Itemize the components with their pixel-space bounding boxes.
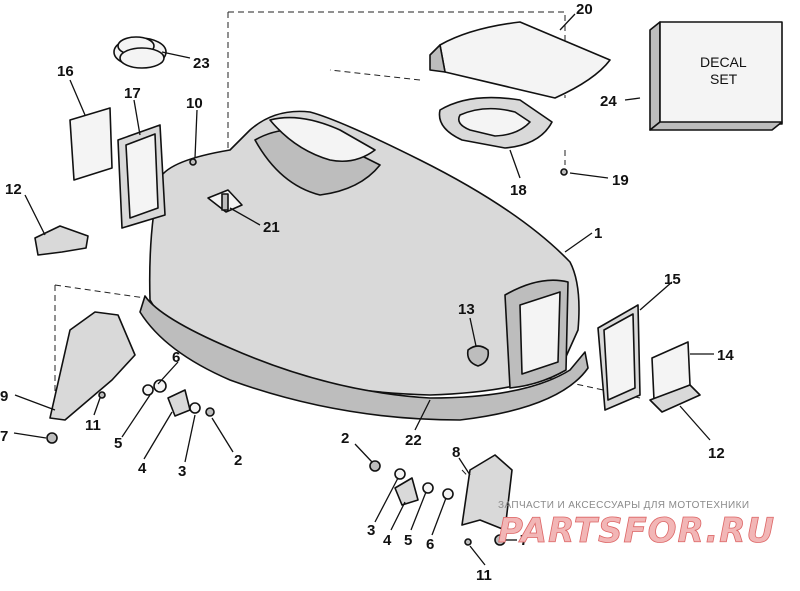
callout-8: 8 — [452, 444, 460, 461]
callout-17: 17 — [124, 85, 141, 102]
callout-4-left: 4 — [138, 460, 147, 477]
left-side-panel-part — [69, 107, 166, 229]
cable-coil-part — [113, 36, 167, 69]
callout-5-right: 5 — [404, 532, 412, 549]
right-bracket-part — [461, 454, 513, 531]
callout-9: 9 — [0, 388, 8, 405]
small-hardware — [46, 158, 568, 546]
callout-23: 23 — [193, 55, 210, 72]
callout-7-left: 7 — [0, 428, 8, 445]
callout-2-right: 2 — [341, 430, 349, 447]
left-latch-handle-part — [34, 225, 89, 256]
callout-21: 21 — [263, 219, 280, 236]
watermark: ЗАПЧАСТИ И АКСЕССУАРЫ ДЛЯ МОТОТЕХНИКИ PA… — [498, 500, 775, 551]
intake-frame-part — [438, 96, 553, 149]
callout-10: 10 — [186, 95, 203, 112]
callout-2-left: 2 — [234, 452, 242, 469]
callout-3-right: 3 — [367, 522, 375, 539]
callout-20: 20 — [576, 1, 593, 18]
callout-12-right: 12 — [708, 445, 725, 462]
callout-5-left: 5 — [114, 435, 122, 452]
callout-11-left: 11 — [85, 417, 101, 434]
callout-labels: 1 20 23 16 17 10 12 21 18 19 24 13 15 14… — [0, 1, 734, 584]
callout-6-left: 6 — [172, 349, 180, 366]
cowl-seal-part — [139, 295, 589, 421]
decal-label-line1: DECAL — [700, 54, 747, 70]
callout-12-left: 12 — [5, 181, 22, 198]
callout-4-right: 4 — [383, 532, 392, 549]
callout-24: 24 — [600, 93, 617, 110]
decal-label-line2: SET — [710, 71, 738, 87]
callout-7-right: 7 — [520, 532, 528, 549]
callout-15: 15 — [664, 271, 681, 288]
cover-part — [429, 21, 611, 99]
left-bracket-part — [49, 311, 136, 421]
decal-label: DECAL SET — [700, 54, 747, 87]
watermark-brand: PARTSFOR.RU — [498, 511, 775, 551]
callout-22: 22 — [405, 432, 422, 449]
right-side-panel-part — [597, 304, 691, 411]
decal-box-part — [649, 21, 783, 131]
callout-1: 1 — [594, 225, 602, 242]
callout-3-left: 3 — [178, 463, 186, 480]
callout-14: 14 — [717, 347, 734, 364]
right-latch-handle-part — [649, 384, 701, 413]
callout-19: 19 — [612, 172, 629, 189]
watermark-tagline: ЗАПЧАСТИ И АКСЕССУАРЫ ДЛЯ МОТОТЕХНИКИ — [498, 500, 749, 511]
leader-lines — [13, 13, 714, 566]
callout-16: 16 — [57, 63, 74, 80]
callout-6-right: 6 — [426, 536, 434, 553]
callout-18: 18 — [510, 182, 527, 199]
callout-11-right: 11 — [476, 567, 492, 584]
callout-13: 13 — [458, 301, 475, 318]
